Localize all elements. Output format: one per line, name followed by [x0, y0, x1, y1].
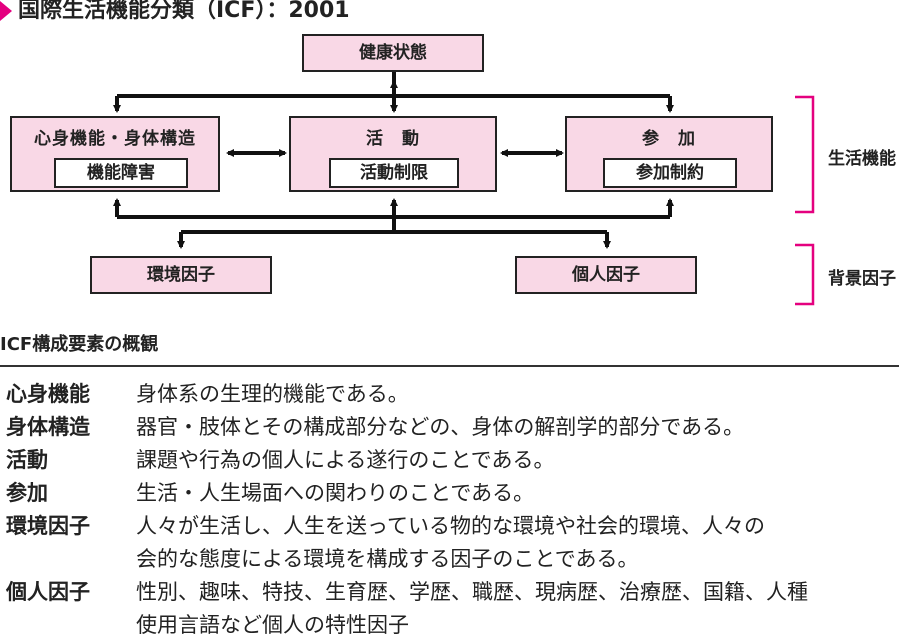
- impairment-label: 機能障害: [54, 158, 188, 188]
- participation-box: 参 加 参加制約: [565, 116, 773, 192]
- page-title-text: 国際生活機能分類（ICF）：2001: [18, 0, 350, 23]
- environmental-factors-label: 環境因子: [147, 265, 215, 285]
- definition-term: 参加: [6, 481, 48, 505]
- page-title: 国際生活機能分類（ICF）：2001: [0, 0, 350, 23]
- health-condition-label: 健康状態: [359, 43, 427, 63]
- definition-desc: 性別、趣味、特技、生育歴、学歴、職歴、現病歴、治療歴、国籍、人種 使用言語など個…: [136, 576, 899, 642]
- functioning-bracket-label: 生活機能: [828, 149, 896, 169]
- activity-label: 活 動: [366, 129, 420, 149]
- participation-label: 参 加: [642, 129, 696, 149]
- triangle-marker-icon: [0, 1, 12, 21]
- definition-line: 課題や行為の個人による遂行のことである。: [136, 448, 555, 472]
- health-condition-box: 健康状態: [302, 34, 484, 72]
- definition-line: 性別、趣味、特技、生育歴、学歴、職歴、現病歴、治療歴、国籍、人種: [136, 580, 808, 604]
- body-function-label: 心身機能・身体構造: [34, 129, 196, 149]
- bracket-functioning: [795, 95, 815, 214]
- definition-line: 人々が生活し、人生を送っている物的な環境や社会的環境、人々の: [136, 514, 765, 538]
- activity-limitation-label: 活動制限: [329, 158, 459, 188]
- definition-desc: 生活・人生場面への関わりのことである。: [136, 477, 899, 510]
- personal-factors-box: 個人因子: [515, 256, 697, 294]
- definitions-list: 心身機能 身体系の生理的機能である。 身体構造 器官・肢体とその構成部分などの、…: [6, 378, 899, 642]
- definition-term: 活動: [6, 448, 48, 472]
- definition-term: 身体構造: [6, 415, 90, 439]
- definition-row: 心身機能 身体系の生理的機能である。: [6, 378, 899, 411]
- definition-row: 身体構造 器官・肢体とその構成部分などの、身体の解剖学的部分である。: [6, 411, 899, 444]
- definition-line: 会的な態度による環境を構成する因子のことである。: [136, 547, 639, 571]
- activity-box: 活 動 活動制限: [289, 116, 497, 192]
- environmental-factors-box: 環境因子: [90, 256, 272, 294]
- definition-row: 個人因子 性別、趣味、特技、生育歴、学歴、職歴、現病歴、治療歴、国籍、人種 使用…: [6, 576, 899, 642]
- definition-term: 心身機能: [6, 382, 90, 406]
- definition-term: 個人因子: [6, 580, 90, 604]
- definition-row: 参加 生活・人生場面への関わりのことである。: [6, 477, 899, 510]
- participation-restriction-label: 参加制約: [603, 158, 737, 188]
- definition-desc: 身体系の生理的機能である。: [136, 378, 899, 411]
- definition-line: 生活・人生場面への関わりのことである。: [136, 481, 535, 505]
- definition-term: 環境因子: [6, 514, 90, 538]
- personal-factors-label: 個人因子: [572, 265, 640, 285]
- diagram-connectors: [113, 72, 815, 306]
- divider: [0, 365, 899, 367]
- body-function-box: 心身機能・身体構造 機能障害: [10, 116, 220, 192]
- section-subtitle: ICF構成要素の概観: [0, 334, 159, 355]
- context-bracket-label: 背景因子: [828, 269, 896, 289]
- definition-desc: 器官・肢体とその構成部分などの、身体の解剖学的部分である。: [136, 411, 899, 444]
- definition-row: 活動 課題や行為の個人による遂行のことである。: [6, 444, 899, 477]
- definition-row: 環境因子 人々が生活し、人生を送っている物的な環境や社会的環境、人々の 会的な態…: [6, 510, 899, 576]
- definition-line: 身体系の生理的機能である。: [136, 382, 409, 406]
- definition-desc: 人々が生活し、人生を送っている物的な環境や社会的環境、人々の 会的な態度による環…: [136, 510, 899, 576]
- definition-line: 器官・肢体とその構成部分などの、身体の解剖学的部分である。: [136, 415, 745, 439]
- bracket-context: [795, 243, 815, 306]
- definition-desc: 課題や行為の個人による遂行のことである。: [136, 444, 899, 477]
- definition-line: 使用言語など個人の特性因子: [136, 613, 409, 637]
